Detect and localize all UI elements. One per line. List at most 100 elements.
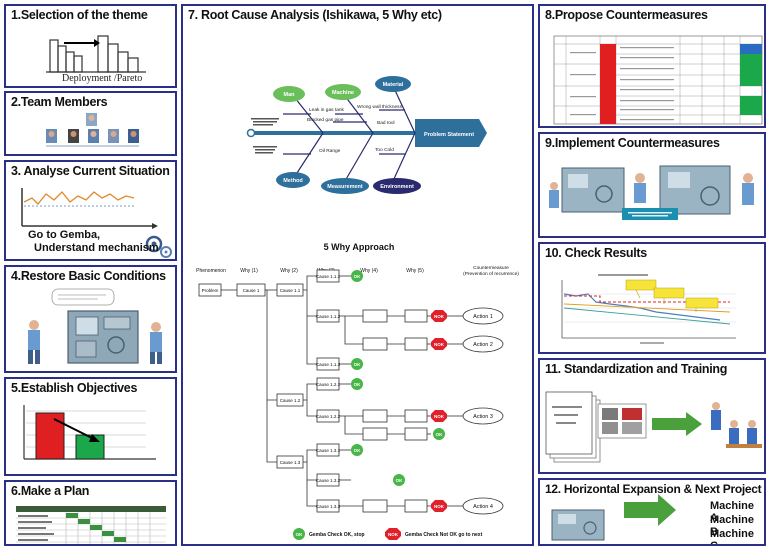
- cause-box: [316, 309, 340, 323]
- status-red-cell: [600, 106, 616, 124]
- cause-box: [362, 427, 388, 441]
- legend-ok-badge: [293, 528, 305, 540]
- panel-make-a-plan: 6.Make a Plan: [4, 480, 177, 546]
- gemba-caption-2: Understand mechanism: [34, 242, 159, 254]
- cause-box: [316, 499, 340, 513]
- action-ellipse: [462, 407, 504, 425]
- objective-chart: [23, 405, 156, 460]
- header-why-1: Why (1): [240, 268, 258, 274]
- presenter-icon: [711, 402, 721, 430]
- category-material: [375, 76, 411, 92]
- svg-text:Method: Method: [283, 178, 303, 184]
- pareto-bar: [73, 55, 83, 73]
- header-why-5: Why (5): [406, 268, 424, 274]
- countermeasure-table: [553, 35, 763, 125]
- svg-text:OK: OK: [396, 478, 404, 483]
- cause-box: [316, 357, 340, 371]
- worker-icon: [742, 173, 754, 205]
- cause-oil-range: Oil Range: [319, 148, 341, 154]
- work-instruction-sheet: [597, 403, 647, 439]
- panel-title: 2.Team Members: [11, 95, 108, 109]
- panel-selection-of-theme: 1.Selection of the theme Deployment /Par…: [4, 4, 177, 88]
- cause-box: [276, 455, 304, 469]
- ok-badge: [351, 444, 363, 456]
- milestone-callout: [653, 287, 685, 299]
- expansion-illustration: [551, 494, 676, 541]
- milestone-callout: [685, 297, 719, 309]
- target-line: [564, 295, 730, 303]
- cause-label: Cause 1.1: [280, 288, 301, 293]
- category-machine: [325, 84, 361, 100]
- gantt-cell: [90, 525, 102, 530]
- svg-text:OK: OK: [354, 448, 362, 453]
- svg-text:OK: OK: [354, 362, 362, 367]
- svg-text:NOK: NOK: [434, 314, 445, 319]
- arrow-head-icon: [94, 39, 100, 47]
- cause-box: [362, 337, 388, 351]
- legend-nok-text: Gemba Check Not OK go to next: [405, 532, 483, 538]
- cause-box: [316, 473, 340, 487]
- panel-team-members: 2.Team Members: [4, 91, 177, 156]
- panel-analyse-current-situation: 3. Analyse Current Situation Go to Gemba…: [4, 160, 177, 261]
- gantt-cell: [114, 537, 126, 542]
- cause-box: [404, 427, 428, 441]
- category-measurement: [321, 178, 369, 194]
- team-photos: [46, 113, 139, 147]
- ok-badge: [351, 270, 363, 282]
- cause-label: Cause 1.2: [280, 398, 301, 403]
- cause-wrong-thickness: Wrong wall thickness: [357, 104, 403, 110]
- five-why-title: 5 Why Approach: [324, 242, 395, 252]
- panel-title: 11. Standardization and Training: [545, 362, 728, 376]
- cause-box: [316, 269, 340, 283]
- panel-horizontal-expansion: 12. Horizontal Expansion & Next Project …: [538, 478, 766, 546]
- cause-label: Cause 1.1.3: [316, 362, 341, 367]
- svg-text:Material: Material: [383, 82, 404, 88]
- panel-title: 9.Implement Countermeasures: [545, 136, 720, 150]
- status-red-cell: [600, 64, 616, 86]
- cause-box: [236, 283, 266, 297]
- nok-badge: [431, 410, 447, 422]
- action-label: Action 2: [473, 342, 493, 348]
- cause-box: [316, 443, 340, 457]
- action-label: Action 4: [473, 504, 493, 510]
- svg-text:Machine: Machine: [332, 90, 354, 96]
- cause-box: [362, 499, 388, 513]
- cause-too-cold: Too Cold: [375, 147, 394, 153]
- ok-badge: [433, 428, 445, 440]
- svg-text:Environment: Environment: [380, 184, 414, 190]
- svg-text:OK: OK: [296, 532, 304, 537]
- status-blue-cell: [740, 44, 762, 54]
- document-stack-icon: [545, 391, 601, 463]
- legend-ok-text: Gemba Check OK, stop: [309, 532, 365, 538]
- svg-text:Man: Man: [284, 92, 296, 98]
- action-ellipse: [462, 307, 504, 325]
- cause-bad-tool: Bad tool: [377, 120, 395, 126]
- panel-restore-basic-conditions: 4.Restore Basic Conditions: [4, 265, 177, 373]
- fish-tail-icon: [246, 128, 256, 138]
- cause-box: [276, 393, 304, 407]
- trainee-icon: [747, 420, 757, 444]
- header-countermeasure: Countermeasure (Prevention of recurrence…: [463, 266, 519, 277]
- cause-blocked-pipe: Blocked gas pipe: [307, 117, 344, 123]
- current-bar: [35, 412, 65, 460]
- panel-title: 12. Horizontal Expansion & Next Project: [545, 482, 762, 496]
- cause-box: [362, 309, 388, 323]
- cause-box: [316, 377, 340, 391]
- status-red-cell: [600, 44, 616, 64]
- cause-box: [404, 337, 428, 351]
- panel-title: 8.Propose Countermeasures: [545, 8, 708, 22]
- cause-label: Cause 1.1.1: [316, 274, 341, 279]
- cause-box: [362, 409, 388, 423]
- svg-text:NOK: NOK: [388, 532, 399, 537]
- arrow-head-icon: [89, 434, 100, 442]
- panel-title: 4.Restore Basic Conditions: [11, 269, 166, 283]
- legend-nok-badge: [385, 528, 401, 540]
- trainee-icon: [729, 420, 739, 444]
- gantt-cell: [102, 531, 114, 536]
- machine-b-label: Machine B: [710, 514, 755, 538]
- person-photo: [46, 129, 57, 143]
- implementation-illustration: [549, 165, 754, 220]
- nok-badge: [431, 310, 447, 322]
- status-red-cell: [600, 86, 616, 106]
- panel-title: 3. Analyse Current Situation: [11, 164, 170, 178]
